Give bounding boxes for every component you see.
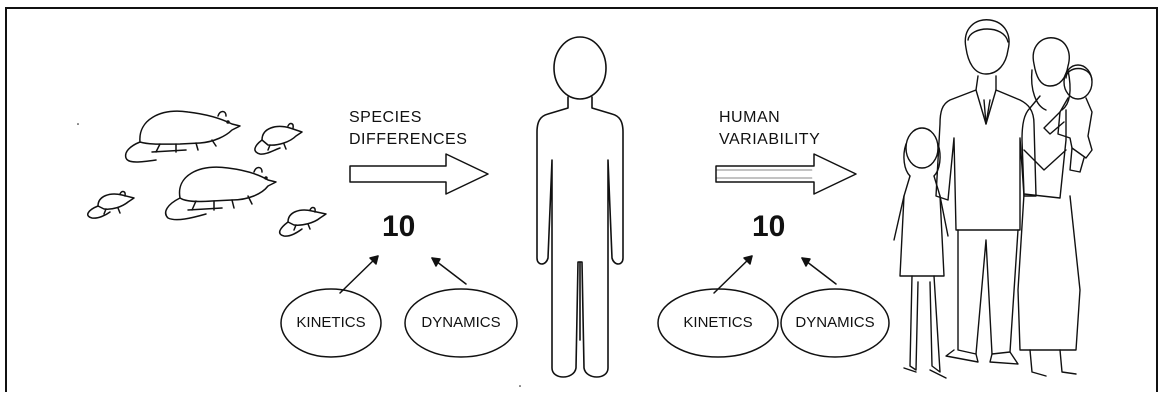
- frame-right-border: [1156, 7, 1158, 392]
- right-kinetics-label: KINETICS: [683, 314, 753, 331]
- human-outline-icon: [536, 36, 624, 378]
- rat-small-bottom: [278, 206, 327, 237]
- left-dynamics-oval: [404, 288, 518, 358]
- right-dynamics-label: DYNAMICS: [795, 314, 875, 331]
- family-father: [935, 19, 1037, 365]
- family-icon: [893, 19, 1093, 379]
- left-kinetics-oval: [280, 288, 382, 358]
- human-variability-arrow: [715, 153, 857, 195]
- species-label-line1: SPECIES: [349, 109, 422, 126]
- left-kinetics-label: KINETICS: [296, 314, 366, 331]
- rat-large-top: [124, 110, 241, 163]
- human-factor: 10: [752, 210, 786, 243]
- right-dynamics-oval: [780, 288, 890, 358]
- rat-small-top: [254, 122, 303, 155]
- left-dynamics-label: DYNAMICS: [421, 314, 501, 331]
- rat-small-left: [87, 190, 135, 219]
- right-pointer-arrows: [713, 255, 837, 294]
- diagram-frame: [5, 7, 1158, 392]
- human-label-line2: VARIABILITY: [719, 131, 821, 148]
- rat-large-middle: [164, 166, 277, 221]
- left-pointer-arrows: [339, 255, 467, 294]
- stray-mark: [519, 385, 521, 387]
- species-arrow: [349, 153, 489, 195]
- family-girl: [893, 127, 949, 379]
- right-kinetics-oval: [657, 288, 779, 358]
- human-label-line1: HUMAN: [719, 109, 781, 126]
- rats-icon: [87, 110, 327, 237]
- stray-mark: [77, 123, 79, 125]
- species-label-line2: DIFFERENCES: [349, 131, 468, 148]
- species-factor: 10: [382, 210, 416, 243]
- family-child: [1043, 64, 1093, 173]
- family-mother: [1017, 37, 1081, 377]
